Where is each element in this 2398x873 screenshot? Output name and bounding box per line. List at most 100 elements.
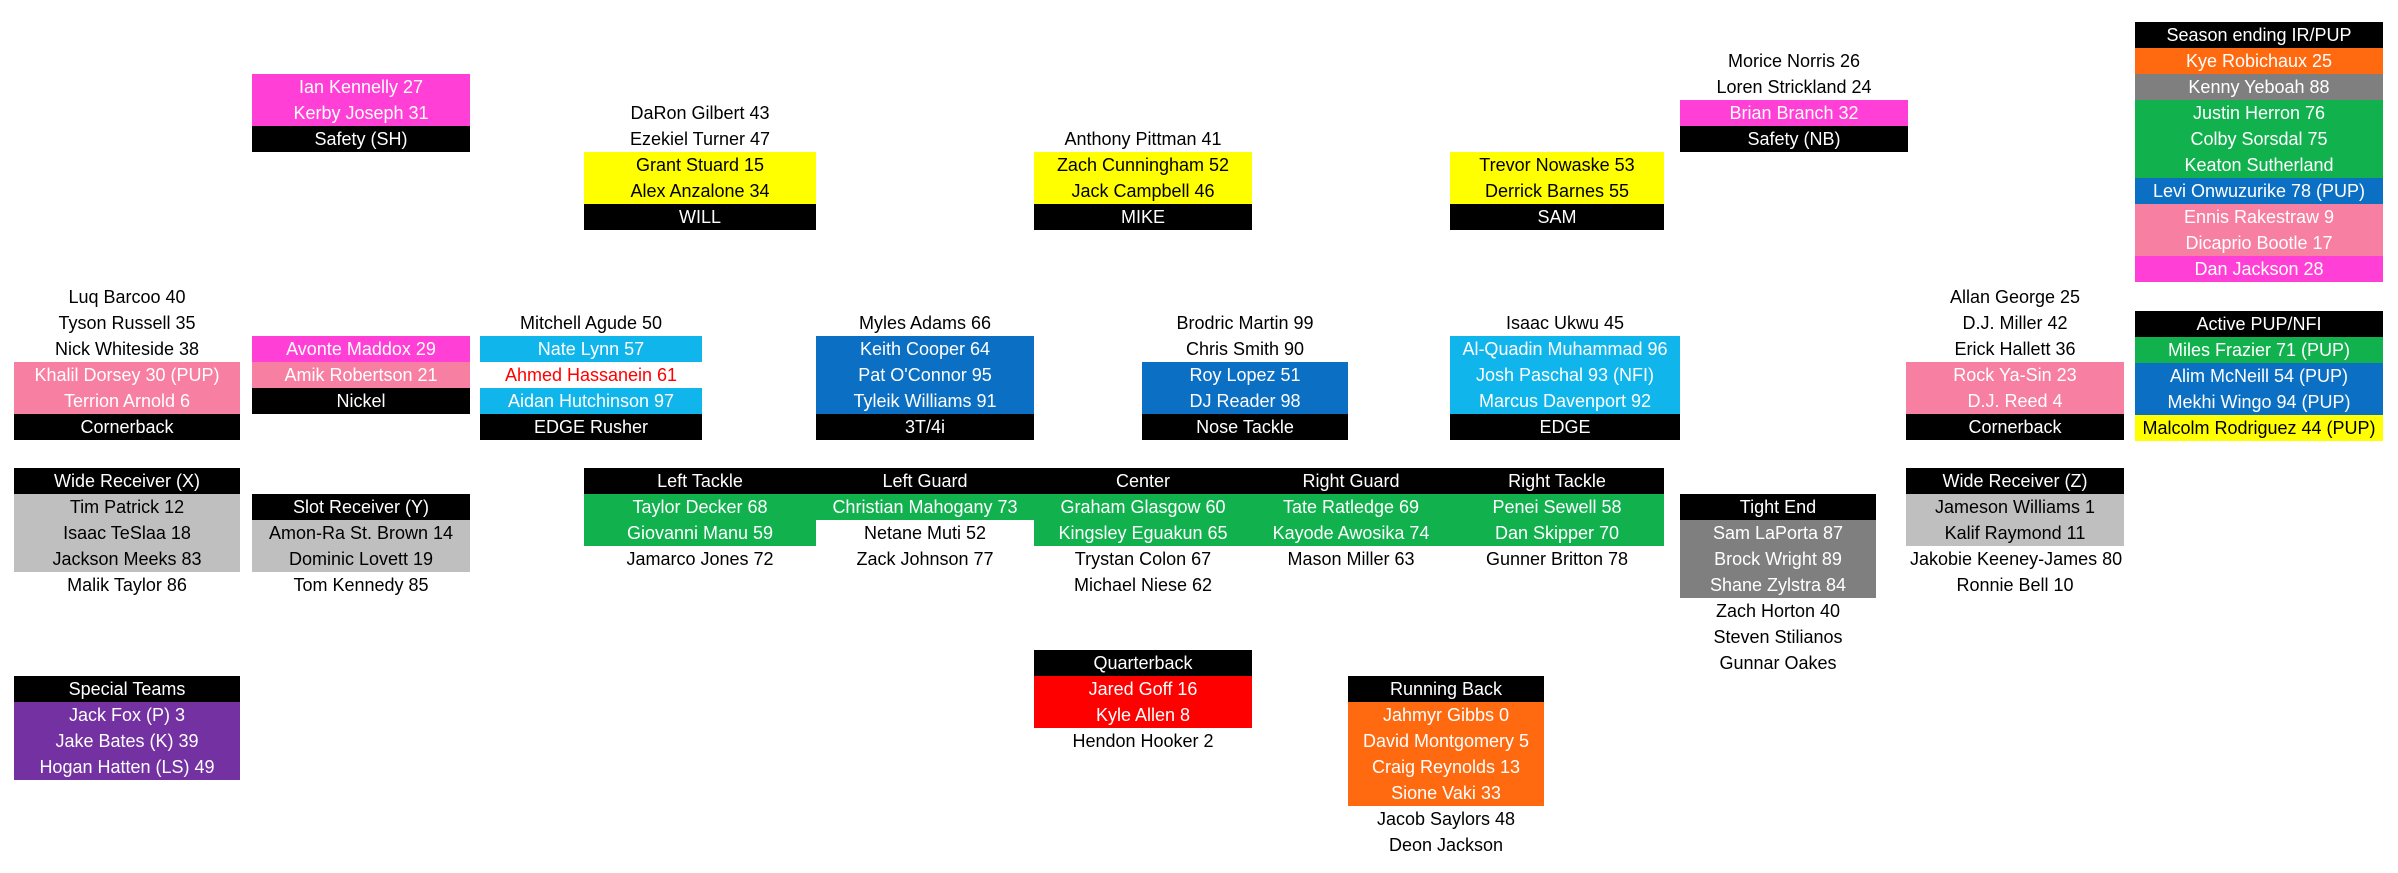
position-header-running-back: Running Back — [1348, 676, 1544, 702]
position-header-slot-y: Slot Receiver (Y) — [252, 494, 470, 520]
ir-player: Colby Sorsdal 75 — [2135, 126, 2383, 152]
reserve-player: DaRon Gilbert 43 — [630, 103, 770, 123]
position-header-special-teams: Special Teams — [14, 676, 240, 702]
position-header-tight-end: Tight End — [1680, 494, 1876, 520]
pup-player: Malcolm Rodriguez 44 (PUP) — [2135, 415, 2383, 441]
cornerback-right-group: Allan George 25 D.J. Miller 42 Erick Hal… — [1906, 284, 2124, 440]
right-guard-group: Right Guard Tate Ratledge 69 Kayode Awos… — [1252, 468, 1450, 572]
reserve-player: Myles Adams 66 — [858, 313, 992, 333]
position-header-wr-x: Wide Receiver (X) — [14, 468, 240, 494]
reserve-player: Michael Niese 62 — [1073, 575, 1213, 595]
reserve-player: Ronnie Bell 10 — [1956, 575, 2074, 595]
depth-player: Rock Ya-Sin 23 — [1906, 362, 2124, 388]
ir-player: Levi Onwuzurike 78 (PUP) — [2135, 178, 2383, 204]
position-header-sam: SAM — [1450, 204, 1664, 230]
depth-player: Ahmed Hassanein 61 — [504, 365, 678, 385]
depth-player: Giovanni Manu 59 — [584, 520, 816, 546]
depth-player: Grant Stuard 15 — [584, 152, 816, 178]
position-header-nickel: Nickel — [252, 388, 470, 414]
depth-player: Dan Skipper 70 — [1450, 520, 1664, 546]
depth-player: Jack Campbell 46 — [1034, 178, 1252, 204]
position-header-will: WILL — [584, 204, 816, 230]
depth-player: DJ Reader 98 — [1142, 388, 1348, 414]
depth-player: Tate Ratledge 69 — [1252, 494, 1450, 520]
edge-group: Isaac Ukwu 45 Al-Quadin Muhammad 96 Josh… — [1450, 310, 1680, 440]
reserve-player: Tom Kennedy 85 — [293, 575, 429, 595]
position-header-wr-z: Wide Receiver (Z) — [1906, 468, 2124, 494]
depth-player: Jack Fox (P) 3 — [14, 702, 240, 728]
nickel-group: Avonte Maddox 29 Amik Robertson 21 Nicke… — [252, 336, 470, 414]
reserve-player: D.J. Miller 42 — [1962, 313, 2068, 333]
depth-player: Tim Patrick 12 — [14, 494, 240, 520]
reserve-player: Zack Johnson 77 — [856, 549, 994, 569]
reserve-player: Jamarco Jones 72 — [626, 549, 774, 569]
reserve-player: Gunnar Oakes — [1719, 653, 1837, 673]
position-header-edge: EDGE — [1450, 414, 1680, 440]
depth-player: Kerby Joseph 31 — [252, 100, 470, 126]
position-header-right-tackle: Right Tackle — [1450, 468, 1664, 494]
reserve-player: Morice Norris 26 — [1727, 51, 1861, 71]
depth-player: Pat O'Connor 95 — [816, 362, 1034, 388]
depth-player: Kyle Allen 8 — [1034, 702, 1252, 728]
depth-player: Jared Goff 16 — [1034, 676, 1252, 702]
depth-player: Jameson Williams 1 — [1906, 494, 2124, 520]
tight-end-group: Tight End Sam LaPorta 87 Brock Wright 89… — [1680, 494, 1876, 676]
special-teams-group: Special Teams Jack Fox (P) 3 Jake Bates … — [14, 676, 240, 780]
position-header-safety-sh: Safety (SH) — [252, 126, 470, 152]
depth-player: David Montgomery 5 — [1348, 728, 1544, 754]
three-tech-group: Myles Adams 66 Keith Cooper 64 Pat O'Con… — [816, 310, 1034, 440]
depth-player: Amon-Ra St. Brown 14 — [252, 520, 470, 546]
ir-player: Dicaprio Bootle 17 — [2135, 230, 2383, 256]
depth-player: Zach Cunningham 52 — [1034, 152, 1252, 178]
reserve-player: Gunner Britton 78 — [1485, 549, 1629, 569]
depth-player: Sione Vaki 33 — [1348, 780, 1544, 806]
reserve-player: Ezekiel Turner 47 — [629, 129, 771, 149]
center-group: Center Graham Glasgow 60 Kingsley Eguaku… — [1034, 468, 1252, 598]
pup-player: Alim McNeill 54 (PUP) — [2135, 363, 2383, 389]
depth-player: Kalif Raymond 11 — [1906, 520, 2124, 546]
position-header-edge-rusher: EDGE Rusher — [480, 414, 702, 440]
reserve-player: Isaac Ukwu 45 — [1505, 313, 1625, 333]
depth-player: Keith Cooper 64 — [816, 336, 1034, 362]
depth-player: Marcus Davenport 92 — [1450, 388, 1680, 414]
depth-player: Isaac TeSlaa 18 — [14, 520, 240, 546]
right-tackle-group: Right Tackle Penei Sewell 58 Dan Skipper… — [1450, 468, 1664, 572]
depth-player: Penei Sewell 58 — [1450, 494, 1664, 520]
ir-player: Dan Jackson 28 — [2135, 256, 2383, 282]
reserve-player: Chris Smith 90 — [1185, 339, 1305, 359]
depth-player: Brian Branch 32 — [1680, 100, 1908, 126]
will-group: DaRon Gilbert 43 Ezekiel Turner 47 Grant… — [584, 100, 816, 230]
reserve-player: Trystan Colon 67 — [1074, 549, 1212, 569]
position-header-right-guard: Right Guard — [1252, 468, 1450, 494]
depth-player: Roy Lopez 51 — [1142, 362, 1348, 388]
mike-group: Anthony Pittman 41 Zach Cunningham 52 Ja… — [1034, 126, 1252, 230]
depth-player: Craig Reynolds 13 — [1348, 754, 1544, 780]
depth-player: Shane Zylstra 84 — [1680, 572, 1876, 598]
ir-player: Keaton Sutherland — [2135, 152, 2383, 178]
depth-player: D.J. Reed 4 — [1906, 388, 2124, 414]
depth-player: Derrick Barnes 55 — [1450, 178, 1664, 204]
pup-player: Miles Frazier 71 (PUP) — [2135, 337, 2383, 363]
depth-player: Nate Lynn 57 — [480, 336, 702, 362]
position-header-center: Center — [1034, 468, 1252, 494]
depth-player: Jackson Meeks 83 — [14, 546, 240, 572]
reserve-player: Tyson Russell 35 — [58, 313, 196, 333]
cornerback-left-group: Luq Barcoo 40 Tyson Russell 35 Nick Whit… — [14, 284, 240, 440]
position-header-season-ending: Season ending IR/PUP — [2135, 22, 2383, 48]
depth-player: Sam LaPorta 87 — [1680, 520, 1876, 546]
reserve-player: Mitchell Agude 50 — [519, 313, 663, 333]
position-header-mike: MIKE — [1034, 204, 1252, 230]
running-back-group: Running Back Jahmyr Gibbs 0 David Montgo… — [1348, 676, 1544, 858]
nose-tackle-group: Brodric Martin 99 Chris Smith 90 Roy Lop… — [1142, 310, 1348, 440]
depth-player: Brock Wright 89 — [1680, 546, 1876, 572]
depth-player: Christian Mahogany 73 — [816, 494, 1034, 520]
season-ending-ir-group: Season ending IR/PUP Kye Robichaux 25 Ke… — [2135, 22, 2383, 282]
reserve-player: Zach Horton 40 — [1715, 601, 1841, 621]
ir-player: Justin Herron 76 — [2135, 100, 2383, 126]
reserve-player: Allan George 25 — [1949, 287, 2081, 307]
wr-z-group: Wide Receiver (Z) Jameson Williams 1 Kal… — [1906, 468, 2124, 598]
safety-nb-group: Morice Norris 26 Loren Strickland 24 Bri… — [1680, 48, 1908, 152]
ir-player: Kenny Yeboah 88 — [2135, 74, 2383, 100]
reserve-player: Malik Taylor 86 — [67, 575, 187, 595]
depth-player: Ian Kennelly 27 — [252, 74, 470, 100]
